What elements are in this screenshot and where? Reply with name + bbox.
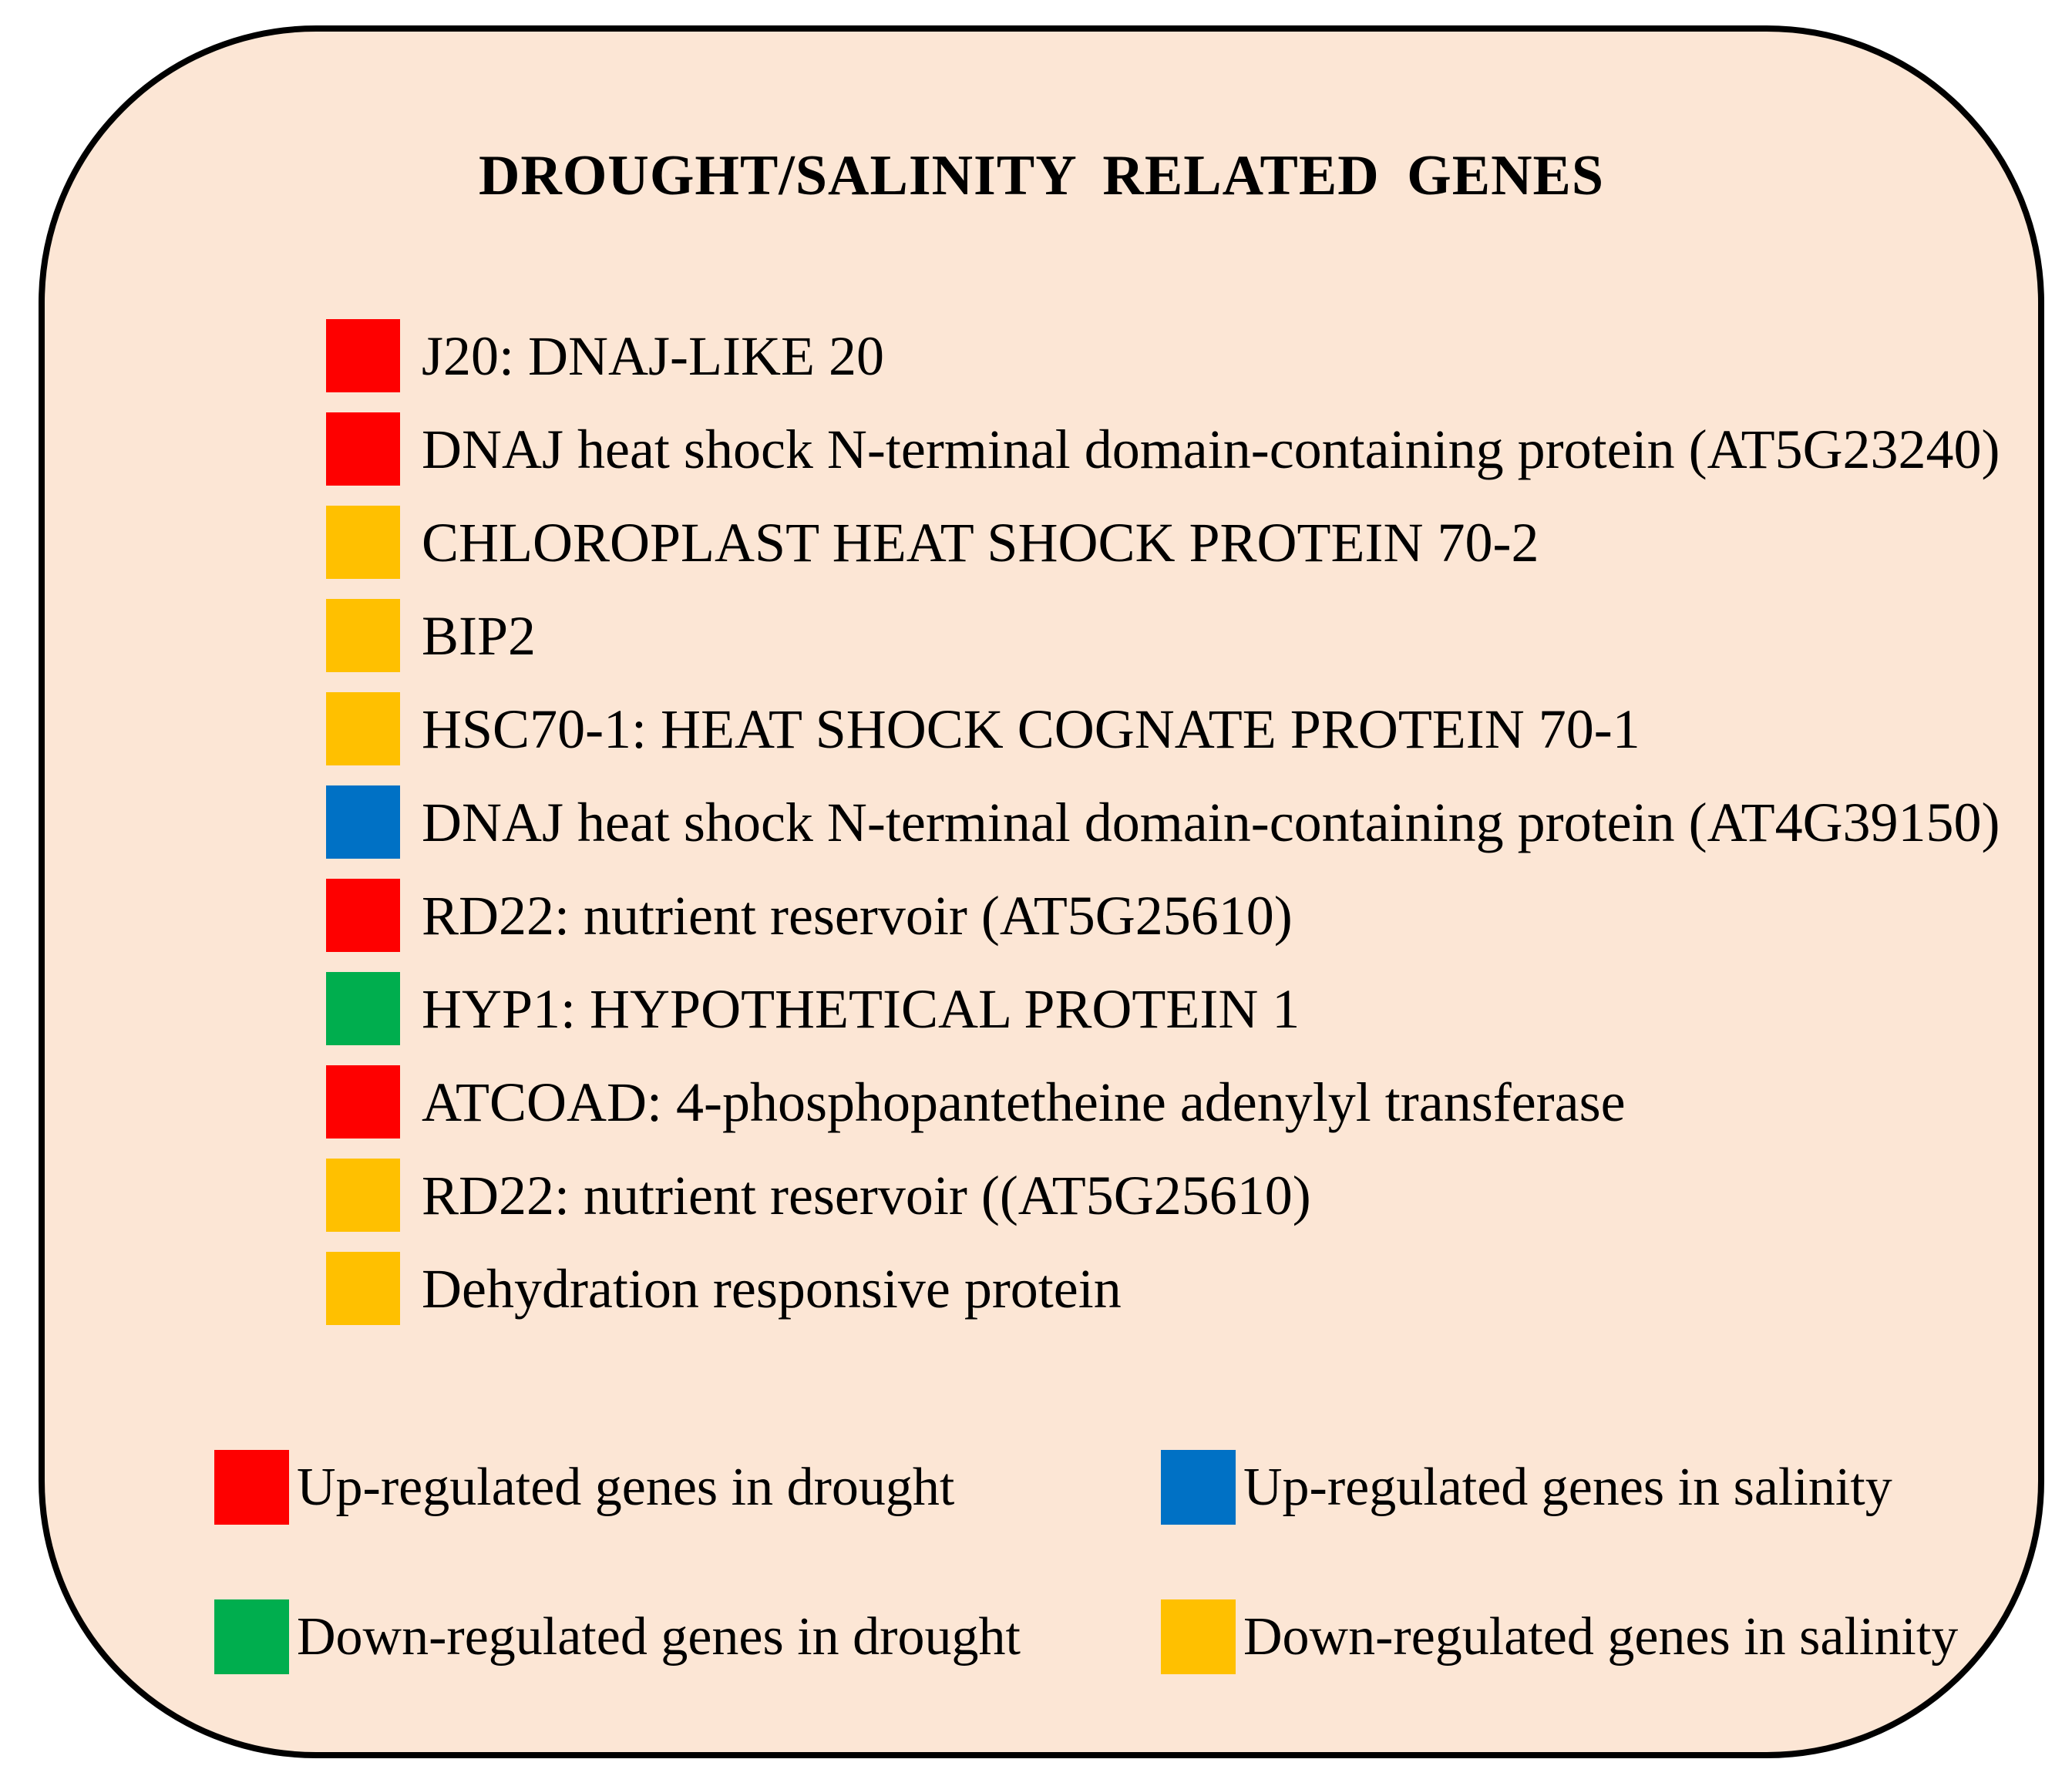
gene-label: RD22: nutrient reservoir (AT5G25610) (422, 884, 1293, 947)
gene-label: HYP1: HYPOTHETICAL PROTEIN 1 (422, 977, 1300, 1040)
gene-list-item: Dehydration responsive protein (326, 1242, 2000, 1335)
gene-label: RD22: nutrient reservoir ((AT5G25610) (422, 1164, 1311, 1226)
gene-color-swatch-red (326, 879, 400, 952)
gene-label: CHLOROPLAST HEAT SHOCK PROTEIN 70-2 (422, 511, 1539, 573)
gene-label: ATCOAD: 4-phosphopantetheine adenylyl tr… (422, 1071, 1626, 1133)
legend-item-up-drought: Up-regulated genes in drought (214, 1450, 954, 1525)
gene-color-swatch-yellow (326, 506, 400, 579)
gene-list-item: DNAJ heat shock N-terminal domain-contai… (326, 775, 2000, 869)
legend-color-swatch-blue (1161, 1450, 1236, 1525)
gene-list-item: J20: DNAJ-LIKE 20 (326, 309, 2000, 402)
legend-item-up-salinity: Up-regulated genes in salinity (1161, 1450, 1892, 1525)
gene-list-item: ATCOAD: 4-phosphopantetheine adenylyl tr… (326, 1055, 2000, 1149)
legend-color-swatch-red (214, 1450, 289, 1525)
gene-label: J20: DNAJ-LIKE 20 (422, 325, 884, 387)
legend-color-swatch-green (214, 1599, 289, 1674)
gene-list: J20: DNAJ-LIKE 20 DNAJ heat shock N-term… (326, 309, 2000, 1335)
gene-list-item: HYP1: HYPOTHETICAL PROTEIN 1 (326, 962, 2000, 1055)
gene-label: DNAJ heat shock N-terminal domain-contai… (422, 791, 2000, 853)
gene-label: DNAJ heat shock N-terminal domain-contai… (422, 418, 2000, 480)
gene-label: HSC70-1: HEAT SHOCK COGNATE PROTEIN 70-1 (422, 698, 1640, 760)
gene-color-swatch-red (326, 319, 400, 392)
gene-color-swatch-green (326, 972, 400, 1045)
gene-label: BIP2 (422, 604, 536, 667)
legend-label: Down-regulated genes in salinity (1243, 1606, 1959, 1667)
gene-color-swatch-red (326, 1065, 400, 1139)
gene-color-swatch-yellow (326, 599, 400, 672)
legend-label: Up-regulated genes in salinity (1243, 1457, 1892, 1517)
legend-label: Up-regulated genes in drought (297, 1457, 955, 1517)
gene-color-swatch-yellow (326, 692, 400, 765)
figure-panel: DROUGHT/SALINITY RELATED GENES J20: DNAJ… (39, 25, 2044, 1758)
gene-label: Dehydration responsive protein (422, 1257, 1122, 1320)
gene-color-swatch-yellow (326, 1159, 400, 1232)
gene-list-item: RD22: nutrient reservoir ((AT5G25610) (326, 1149, 2000, 1242)
gene-color-swatch-yellow (326, 1252, 400, 1325)
gene-list-item: HSC70-1: HEAT SHOCK COGNATE PROTEIN 70-1 (326, 682, 2000, 775)
legend-item-down-salinity: Down-regulated genes in salinity (1161, 1599, 1958, 1674)
gene-list-item: DNAJ heat shock N-terminal domain-contai… (326, 402, 2000, 496)
legend-color-swatch-yellow (1161, 1599, 1236, 1674)
gene-list-item: BIP2 (326, 589, 2000, 682)
legend-item-down-drought: Down-regulated genes in drought (214, 1599, 1021, 1674)
gene-list-item: RD22: nutrient reservoir (AT5G25610) (326, 869, 2000, 962)
legend-label: Down-regulated genes in drought (297, 1606, 1021, 1667)
gene-list-item: CHLOROPLAST HEAT SHOCK PROTEIN 70-2 (326, 496, 2000, 589)
gene-color-swatch-blue (326, 785, 400, 859)
figure-title: DROUGHT/SALINITY RELATED GENES (478, 144, 1605, 207)
gene-color-swatch-red (326, 412, 400, 486)
